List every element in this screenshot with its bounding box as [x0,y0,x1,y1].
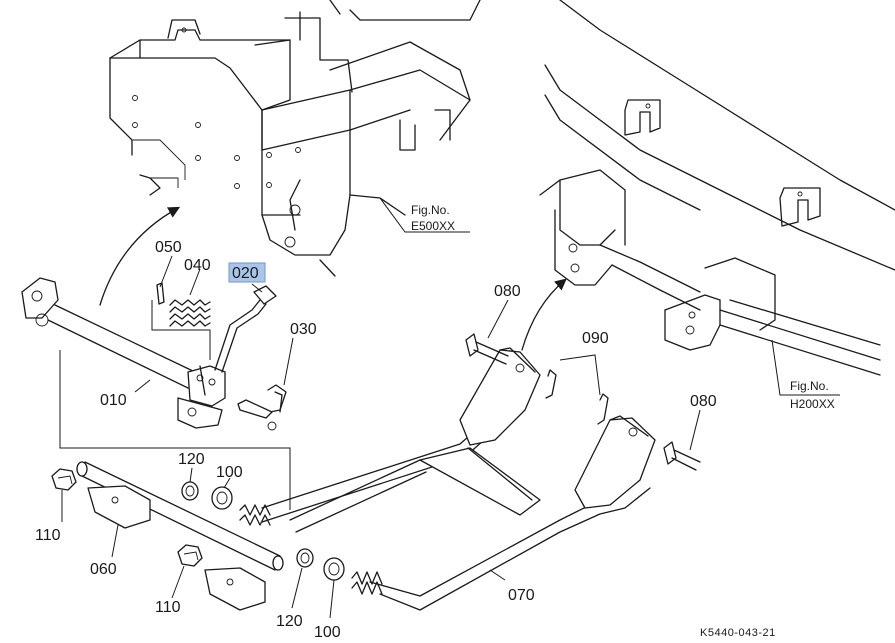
lift-shaft-010 [21,277,291,510]
label-030: 030 [290,321,317,338]
label-050: 050 [155,239,182,256]
label-100-upper: 100 [216,464,243,481]
bolts-and-clips [465,333,701,471]
label-020: 020 [232,265,259,282]
fig-e500-number: E500XX [411,219,455,233]
fig-reference-h200[interactable]: Fig.No. H200XX [790,379,835,411]
label-080-lower: 080 [690,393,717,410]
label-120-lower: 120 [276,613,303,630]
label-060: 060 [90,561,117,578]
label-070: 070 [508,587,535,604]
label-020-highlight [228,262,266,283]
part-labels: 050 040 020 030 010 080 090 080 120 100 … [35,239,717,641]
label-080-upper: 080 [494,283,521,300]
label-010: 010 [100,392,127,409]
reference-arrows [99,206,567,351]
drawing-code: K5440-043-21 [700,627,776,639]
label-110-upper: 110 [35,527,61,544]
label-090: 090 [582,330,609,347]
label-100-lower: 100 [314,624,341,641]
fig-reference-e500[interactable]: Fig.No. E500XX [411,203,455,233]
fig-e500-label: Fig.No. [411,203,450,217]
label-120-upper: 120 [178,451,205,468]
arrow-to-front-frame [99,206,181,306]
label-110-lower: 110 [155,599,181,616]
label-040: 040 [184,257,211,274]
front-frame-assembly [109,0,481,277]
fig-h200-number: H200XX [790,397,835,411]
rear-frame-assembly [539,0,895,396]
part-leaders [61,255,701,619]
arrow-to-rear-frame [521,278,567,351]
fig-h200-label: Fig.No. [790,379,829,393]
lift-arm-070 [239,347,656,611]
pivot-shaft-060 [51,461,345,611]
